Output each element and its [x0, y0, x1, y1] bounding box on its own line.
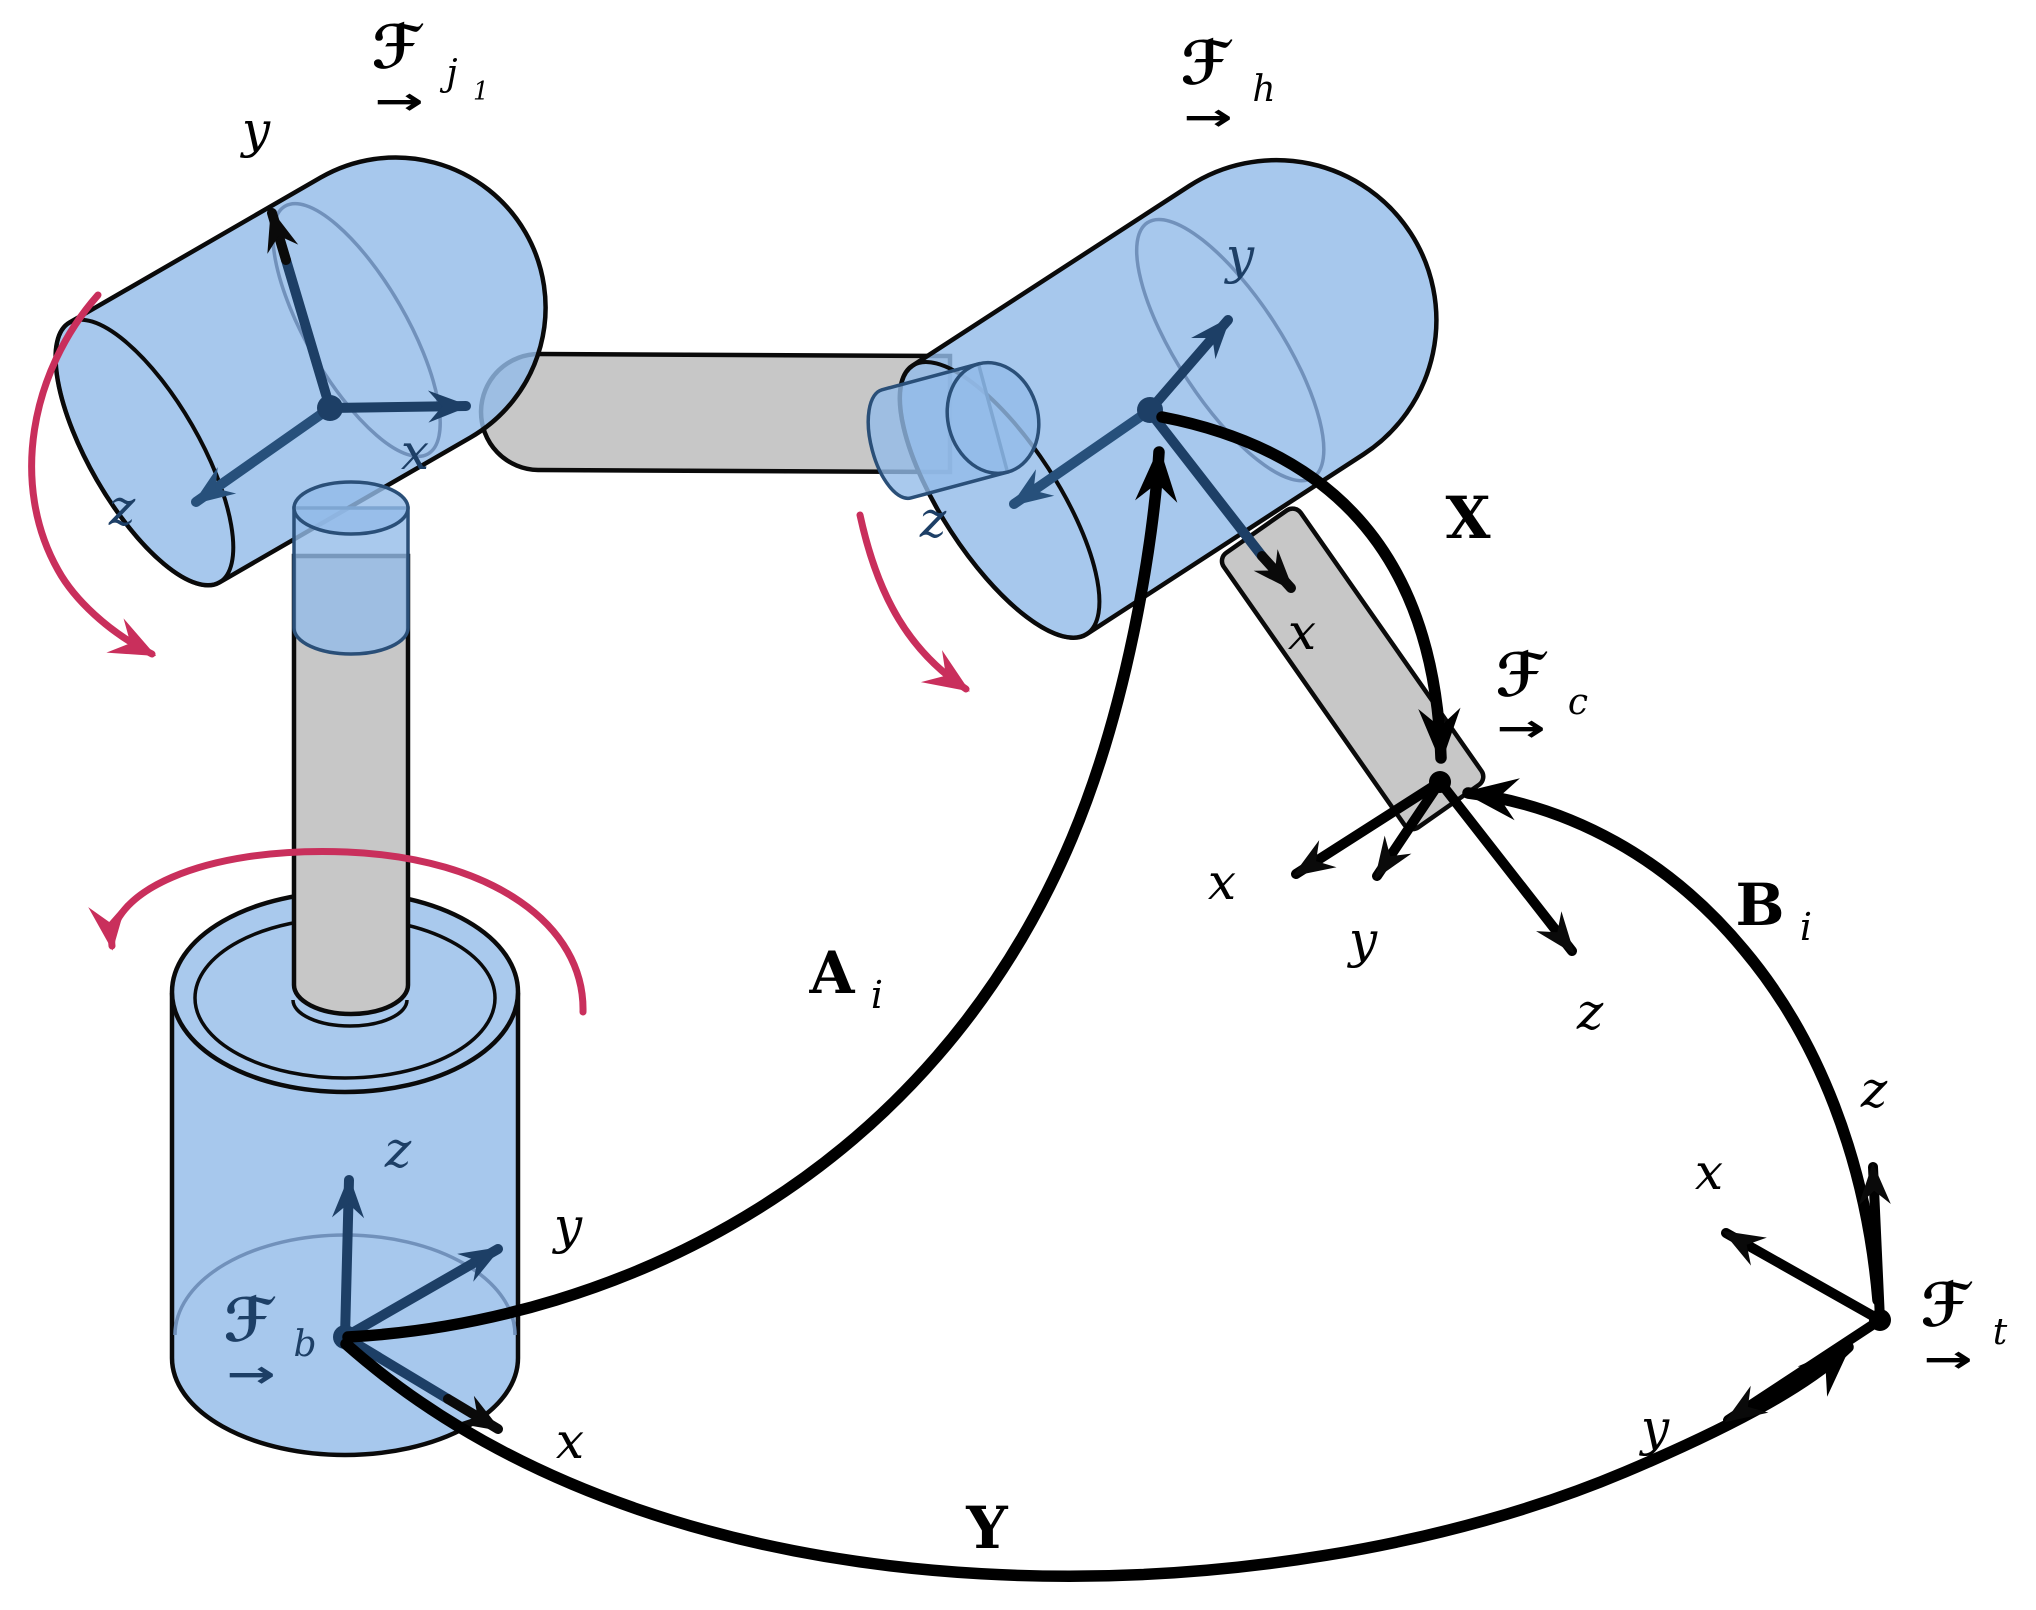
frame-h-x-axis	[1145, 407, 1267, 561]
frame-c-z-axis-label: z	[1576, 983, 1604, 1041]
transform-arrows	[340, 411, 1884, 1582]
joint1-rotation-arrow	[28, 291, 157, 658]
frame-t-origin	[1869, 1309, 1891, 1331]
transform-B-label: B	[1735, 871, 1785, 939]
frame-j1-y-axis-label: y	[241, 101, 271, 159]
frame-h-y-axis	[1145, 315, 1233, 415]
frame-h-axes	[1009, 315, 1296, 593]
frame-b-x-axis-tip	[443, 1394, 503, 1434]
frame-c-axes	[1291, 771, 1577, 956]
frame-t-axes	[1721, 1162, 1891, 1425]
frame-j1-x-axis-label: x	[400, 423, 430, 481]
frame-h-z-axis-label: z	[919, 491, 947, 549]
frame-t-z-axis-label: z	[1860, 1061, 1888, 1119]
frame-t-label: ℱ	[1920, 1271, 1970, 1341]
frame-j1-origin	[317, 395, 343, 421]
joint2-rotation-arrow	[856, 511, 970, 693]
frame-b-x-axis	[340, 1332, 453, 1404]
frame-c-label-arrow: →	[1496, 706, 1546, 750]
transform-X-arrow	[1156, 411, 1461, 764]
transform-X-label: X	[1445, 484, 1491, 552]
frame-b-z-axis-label: z	[384, 1121, 412, 1179]
frame-h-x-axis-label: x	[1287, 603, 1317, 661]
frame-b-label-sub: b	[293, 1324, 317, 1365]
frame-h-label-sub: h	[1252, 69, 1276, 110]
frame-j1-z-axis	[191, 403, 335, 507]
frame-t-z-axis	[1858, 1162, 1891, 1325]
frame-c-origin	[1429, 771, 1451, 793]
frame-t-label-sub: t	[1992, 1312, 2008, 1353]
base-rotation-arrow	[88, 847, 587, 1016]
transform-Y-label: Y	[966, 1494, 1008, 1562]
frame-h-z-axis	[1009, 405, 1155, 509]
frame-b-x-axis-label: x	[555, 1412, 585, 1470]
frame-c-x-axis-label: x	[1207, 853, 1237, 911]
transform-A-label: A	[809, 939, 855, 1007]
frame-j1-y-axis-tip	[267, 208, 299, 265]
frame-h-label: ℱ	[1180, 29, 1230, 99]
frame-c-z-axis	[1435, 777, 1577, 956]
frame-j1-z-axis-label: z	[108, 479, 136, 537]
transform-A-label-sub: i	[870, 973, 884, 1017]
frame-t-label-arrow: →	[1923, 1337, 1973, 1381]
frame-c-x-axis	[1291, 777, 1445, 879]
frame-c-label-sub: c	[1567, 682, 1589, 723]
frame-b-label-arrow: →	[226, 1352, 276, 1396]
frame-t-x-axis-label: x	[1694, 1143, 1724, 1201]
frame-b-y-axis-label: y	[553, 1197, 583, 1255]
frame-b-axes	[331, 1175, 503, 1434]
frame-h-y-axis-label: y	[1225, 227, 1255, 285]
joint-rotation-arrows	[28, 291, 970, 1016]
frame-c-y-axis	[1372, 777, 1445, 881]
transform-B-arrow	[1462, 778, 1884, 1306]
joint1-shaft	[292, 480, 410, 656]
frame-h-x-axis-tip	[1253, 549, 1296, 593]
vertical-link	[291, 553, 411, 1028]
frame-c-y-axis-label: y	[1348, 911, 1378, 969]
frame-h-label-arrow: →	[1183, 95, 1233, 139]
frame-j1-label-arrow: →	[374, 79, 424, 123]
joint1-cylinder	[53, 155, 548, 588]
frame-b-z-axis	[331, 1175, 365, 1342]
frame-j1-x-axis	[325, 390, 471, 423]
frame-j1-axes	[191, 208, 471, 507]
frame-j1-label-subsub: 1	[473, 76, 489, 106]
transform-A-arrow	[342, 446, 1178, 1343]
joint2-shaft	[866, 360, 1041, 501]
frame-t-y-axis	[1723, 1315, 1885, 1425]
frame-b-y-axis	[340, 1244, 503, 1342]
base-entry-hole-rim	[291, 999, 409, 1028]
transform-B-label-sub: i	[1799, 905, 1813, 949]
frame-t-y-axis-label: y	[1640, 1399, 1670, 1457]
frame-b-label: ℱ	[223, 1286, 273, 1356]
frame-c-label: ℱ	[1495, 641, 1545, 711]
frame-j1-label: ℱ	[371, 13, 421, 83]
frame-t-x-axis	[1721, 1228, 1885, 1325]
frame-j1-y-axis	[281, 255, 335, 413]
frame-j1-label-sub: j	[446, 53, 458, 94]
